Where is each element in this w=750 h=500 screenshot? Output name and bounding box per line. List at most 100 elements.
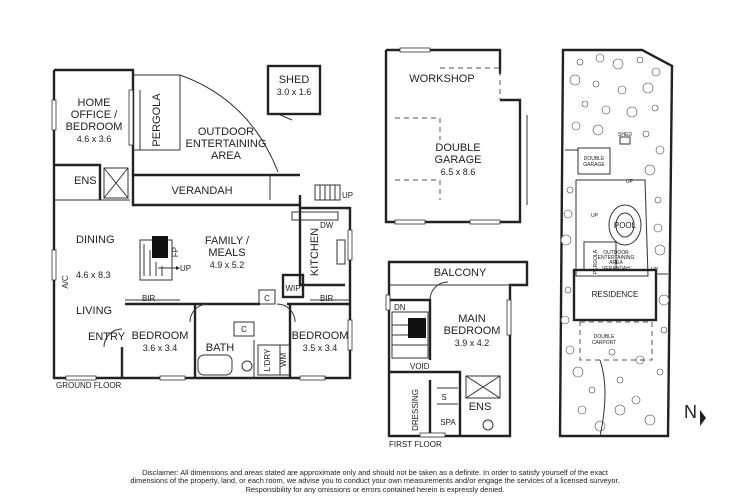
- site-plan: [558, 48, 674, 438]
- site-pergola-label: PERGOLA: [593, 249, 599, 274]
- cupboard-label-2: C: [241, 325, 247, 334]
- site-pool-label: POOL: [614, 221, 637, 230]
- tree-icon: [592, 124, 604, 136]
- tree-icon: [592, 80, 600, 88]
- tree-icon: [617, 85, 627, 95]
- tree-icon: [644, 164, 656, 176]
- north-arrow-label: N: [684, 402, 697, 422]
- outdoor-label-1: OUTDOOR: [198, 126, 254, 138]
- outdoor-label-3: AREA: [211, 150, 242, 162]
- tree-icon: [577, 405, 587, 415]
- family-label-1: FAMILY /: [205, 235, 250, 247]
- site-outdoor-label-1: OUTDOOR: [603, 250, 629, 256]
- site-trees: [560, 53, 670, 432]
- verandah-label: VERANDAH: [171, 185, 232, 197]
- tree-icon: [655, 145, 665, 155]
- first-floor-title: FIRST FLOOR: [389, 440, 442, 449]
- site-garage-label-1: DOUBLE: [584, 156, 605, 162]
- site-carport-label-1: DOUBLE: [594, 334, 615, 340]
- home-office-label-2: OFFICE /: [71, 109, 118, 121]
- tree-icon: [658, 294, 670, 306]
- tree-icon: [660, 326, 668, 334]
- tree-icon: [581, 100, 589, 108]
- stairs-up-label: UP: [180, 264, 191, 273]
- site-outdoor-label-2: ENTERTAINING: [598, 255, 635, 261]
- tree-icon: [565, 345, 575, 355]
- site-shed-label: SHED: [618, 132, 632, 138]
- ground-floor-plan: [51, 64, 353, 381]
- site-up-label-2: UP: [591, 213, 599, 219]
- dishwasher-label: DW: [320, 221, 334, 230]
- double-garage-dimensions: 6.5 x 8.6: [441, 167, 476, 177]
- balcony-label: BALCONY: [434, 267, 487, 279]
- pergola-label: PERGOLA: [151, 93, 163, 147]
- main-bedroom-label-2: BEDROOM: [444, 325, 501, 337]
- main-bedroom-dimensions: 3.9 x 4.2: [455, 338, 490, 348]
- bedroom-2-dimensions: 3.5 x 3.4: [303, 343, 338, 353]
- tree-icon: [588, 386, 596, 394]
- tree-icon: [636, 56, 644, 64]
- tree-icon: [576, 58, 584, 66]
- tree-icon: [642, 130, 650, 138]
- entry-label: ENTRY: [88, 331, 126, 343]
- family-dimensions: 4.9 x 5.2: [210, 260, 245, 270]
- ground-floor-title: GROUND FLOOR: [56, 381, 122, 390]
- fireplace-label: FP: [171, 247, 180, 257]
- ensuite-label: ENS: [74, 175, 97, 187]
- tree-icon: [654, 196, 662, 204]
- home-office-dimensions: 4.6 x 3.6: [77, 134, 112, 144]
- north-arrow-icon: [700, 410, 706, 426]
- bir-label-2: BIR: [320, 294, 334, 303]
- tree-icon: [651, 67, 661, 77]
- kitchen-label: KITCHEN: [309, 228, 321, 276]
- cupboard-label-1: C: [264, 294, 270, 303]
- spa-label: SPA: [440, 418, 456, 427]
- tree-icon: [569, 74, 581, 86]
- dining-dimensions: 4.6 x 8.3: [76, 270, 111, 280]
- site-verandah-label: VERANDAH: [602, 266, 630, 272]
- first-floor-ensuite-label: ENS: [469, 401, 492, 413]
- site-up-label-3: UP: [651, 267, 659, 273]
- tree-icon: [560, 234, 572, 246]
- tree-icon: [651, 104, 659, 112]
- tree-icon: [608, 348, 616, 356]
- tree-icon: [631, 395, 641, 405]
- tree-icon: [642, 82, 654, 94]
- tree-icon: [560, 315, 570, 325]
- double-garage-label-2: GARAGE: [434, 154, 481, 166]
- tree-icon: [566, 186, 574, 194]
- living-label: LIVING: [76, 305, 112, 317]
- tree-icon: [571, 121, 581, 131]
- tree-icon: [614, 404, 626, 416]
- disclaimer-text: Disclaimer: All dimensions and areas sta…: [130, 468, 620, 494]
- stairs-down-label: DN: [394, 303, 406, 312]
- washing-machine-label: WM: [279, 353, 288, 368]
- shed-label: SHED: [279, 74, 310, 86]
- bedroom-2-label: BEDROOM: [292, 330, 349, 342]
- ac-label: A/C: [61, 275, 70, 289]
- main-bedroom-label-1: MAIN: [458, 313, 486, 325]
- tree-icon: [563, 209, 573, 219]
- dressing-label: DRESSING: [411, 389, 420, 431]
- steps-up-label: UP: [342, 191, 353, 200]
- wip-label: WIP: [285, 284, 300, 293]
- workshop-label: WORKSHOP: [409, 73, 474, 85]
- home-office-label-1: HOME: [78, 97, 111, 109]
- void-label: VOID: [410, 362, 430, 371]
- outdoor-label-2: ENTERTAINING: [186, 138, 267, 150]
- tree-icon: [656, 368, 664, 376]
- home-office-label-3: BEDROOM: [66, 121, 123, 133]
- first-floor-plan: [385, 260, 529, 438]
- bedroom-1-label: BEDROOM: [132, 330, 189, 342]
- double-garage-label-1: DOUBLE: [435, 142, 480, 154]
- site-outdoor-label-3: AREA: [609, 260, 623, 266]
- laundry-label: L'DRY: [263, 348, 272, 371]
- garage-plan: [384, 47, 528, 225]
- site-carport-label-2: CARPORT: [592, 340, 616, 346]
- tree-icon: [595, 53, 605, 63]
- tree-icon: [594, 420, 606, 432]
- tree-icon: [572, 366, 584, 378]
- tree-icon: [626, 106, 638, 118]
- shed-dimensions: 3.0 x 1.6: [277, 87, 312, 97]
